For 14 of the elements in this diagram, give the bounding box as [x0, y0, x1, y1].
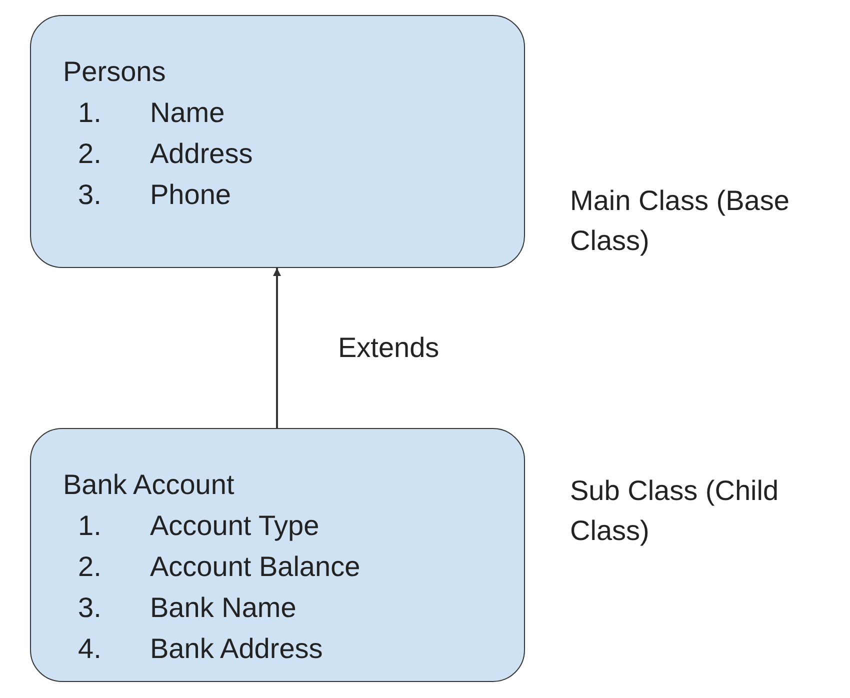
class-name: Persons: [63, 56, 166, 88]
class-caption: Sub Class (Child Class): [570, 474, 780, 548]
attribute-item: 2. Address: [78, 138, 253, 170]
attribute-item: 1. Name: [78, 97, 225, 129]
attribute-item: 2. Account Balance: [78, 551, 360, 583]
arrow: [273, 268, 281, 428]
class-caption: Main Class (Base Class): [570, 184, 790, 258]
class-box: [30, 15, 525, 268]
attribute-item: 1. Account Type: [78, 510, 320, 542]
attribute-item: 3. Bank Name: [78, 592, 296, 624]
attribute-item: 4. Bank Address: [78, 633, 323, 665]
attribute-item: 3. Phone: [78, 179, 231, 211]
class-box: [30, 428, 525, 682]
class-name: Bank Account: [63, 469, 234, 501]
